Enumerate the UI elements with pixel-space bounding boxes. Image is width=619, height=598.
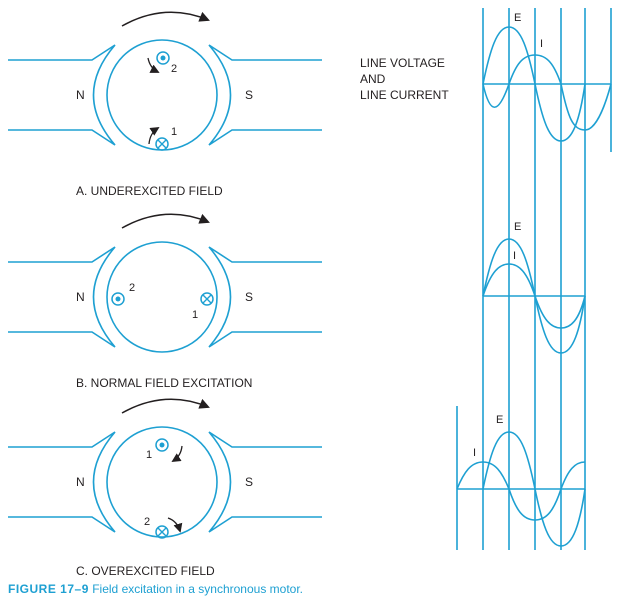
vertical-gridlines [456, 8, 612, 550]
north-label: N [76, 475, 85, 489]
south-pole [208, 431, 322, 533]
south-label: S [245, 475, 253, 489]
rotation-arrow-icon [121, 213, 210, 229]
conductor-2-arrow-icon [147, 57, 160, 73]
wave-a-current-label: I [540, 38, 543, 50]
waveform-title-line-3: LINE CURRENT [360, 88, 449, 102]
north-pole [8, 246, 116, 348]
panel-b-caption: B. NORMAL FIELD EXCITATION [76, 376, 252, 390]
panel-normal: N S 2 1 B. NORMAL FIELD EXCITATION [8, 213, 322, 390]
conductor-1-arrow-icon [148, 127, 160, 145]
rotor [106, 241, 218, 353]
south-label: S [245, 290, 253, 304]
dot-conductor-icon [156, 51, 170, 65]
south-pole [208, 44, 322, 146]
wave-a-voltage-label: E [514, 12, 521, 24]
cross-conductor-icon [155, 525, 169, 539]
panel-underexcited: N S 2 1 A. UNDEREXCITED FIELD [8, 11, 322, 198]
conductor-2-label: 2 [129, 282, 135, 294]
conductor-1-arrow-icon [171, 445, 183, 462]
south-label: S [245, 88, 253, 102]
figure-caption-text: Field excitation in a synchronous motor. [92, 582, 303, 596]
south-pole [208, 246, 322, 348]
conductor-1-label: 1 [192, 309, 198, 321]
panel-overexcited: N S 1 2 C. OVEREXCITED FIELD [8, 398, 322, 578]
waveform-title-line-2: AND [360, 72, 386, 86]
panel-a-caption: A. UNDEREXCITED FIELD [76, 184, 223, 198]
conductor-1-label: 1 [171, 126, 177, 138]
conductor-2-arrow-icon [167, 517, 183, 533]
rotation-arrow-icon [121, 398, 210, 414]
wave-b-current-label: I [513, 250, 516, 262]
figure-number: FIGURE 17–9 [8, 582, 89, 596]
figure-caption: FIGURE 17–9 Field excitation in a synchr… [8, 582, 303, 596]
conductor-2-label: 2 [144, 516, 150, 528]
wave-c-voltage-label: E [496, 414, 503, 426]
waveform-title-line-1: LINE VOLTAGE [360, 56, 445, 70]
wave-c-current-label: I [473, 447, 476, 459]
conductor-1-label: 1 [146, 449, 152, 461]
rotor [106, 426, 218, 538]
cross-conductor-icon [155, 137, 169, 151]
conductor-2-label: 2 [171, 63, 177, 75]
panel-c-caption: C. OVEREXCITED FIELD [76, 564, 215, 578]
north-label: N [76, 290, 85, 304]
wave-b-voltage-label: E [514, 221, 521, 233]
north-label: N [76, 88, 85, 102]
north-pole [8, 44, 116, 146]
wave-b [482, 238, 586, 354]
north-pole [8, 431, 116, 533]
dot-conductor-icon [111, 292, 125, 306]
wave-a [482, 26, 612, 142]
dot-conductor-icon [155, 438, 169, 452]
waveforms [456, 8, 612, 550]
rotation-arrow-icon [121, 11, 210, 27]
wave-c [456, 431, 586, 547]
cross-conductor-icon [200, 292, 214, 306]
